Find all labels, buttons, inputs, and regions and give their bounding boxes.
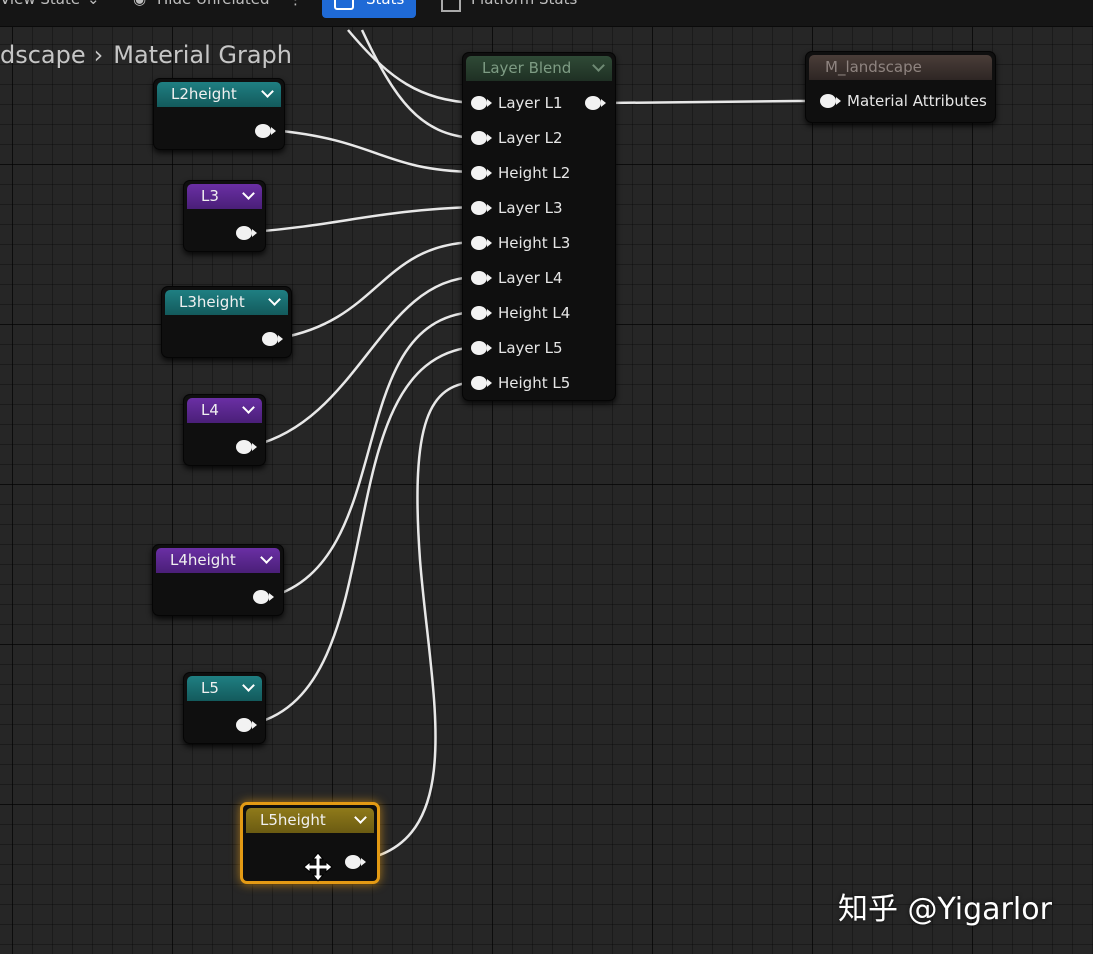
node-l2height[interactable]: L2height [153,78,285,150]
node-title: L2height [171,85,237,103]
wire-layer-l2 [360,29,475,140]
wire-material-attributes [603,99,827,105]
pin-dot[interactable] [471,131,492,145]
node-header[interactable]: M_landscape [809,55,992,80]
node-header[interactable]: L3height [165,290,288,315]
node-header[interactable]: Layer Blend [466,56,612,81]
stats-icon [334,0,354,10]
node-title: L3 [201,187,219,205]
hide-unrelated-button[interactable]: Hide Unrelated [157,0,270,8]
pin-dot[interactable] [471,306,492,320]
breadcrumb-current: Material Graph [113,41,292,69]
chevron-down-icon[interactable] [354,811,367,824]
node-l4[interactable]: L4 [183,394,266,466]
wire-l3 [251,205,475,234]
stats-button[interactable]: Stats [322,0,416,18]
pin-label: Layer L4 [498,269,563,287]
output-pin[interactable] [236,440,257,454]
output-pin[interactable] [253,590,274,604]
chevron-down-icon[interactable]: ⌄ [87,0,100,8]
chevron-right-icon: › [93,41,104,69]
pin-label: Height L5 [498,374,571,392]
pin-dot[interactable] [471,341,492,355]
output-pin[interactable] [262,332,283,346]
pin-dot[interactable] [471,166,492,180]
chevron-down-icon[interactable] [268,293,281,306]
pin-dot[interactable] [820,94,841,108]
chevron-down-icon[interactable] [242,187,255,200]
pin-label: Height L3 [498,234,571,252]
toolbar: View State ⌄ ◉ Hide Unrelated ⋮ Stats Pl… [0,0,1093,27]
pin-label: Material Attributes [847,92,987,110]
watermark: 知乎 @Yigarlor [838,892,1052,927]
node-l3[interactable]: L3 [183,180,266,252]
output-pin[interactable] [236,718,257,732]
wire-l2height [271,128,475,174]
pin-dot[interactable] [471,376,492,390]
node-l5[interactable]: L5 [183,672,266,744]
node-l4height[interactable]: L4height [152,544,284,616]
platform-stats-button[interactable]: Platform Stats [471,0,577,8]
pin-dot[interactable] [471,201,492,215]
node-title: L3height [179,293,245,311]
pin-label: Height L4 [498,304,571,322]
eye-icon: ◉ [133,0,146,8]
chevron-down-icon[interactable] [592,59,605,72]
pin-label: Layer L5 [498,339,563,357]
wire-l5height [361,380,475,862]
output-pin[interactable] [255,124,276,138]
node-m-landscape[interactable]: M_landscape Material Attributes [805,51,996,123]
pin-label: Layer L3 [498,199,563,217]
node-title: L4height [170,551,236,569]
wire-l4height [269,310,475,599]
node-header[interactable]: L4 [187,398,262,423]
platform-stats-icon [441,0,461,12]
node-header[interactable]: L5height [246,808,374,833]
node-title: M_landscape [825,58,922,76]
breadcrumb: dscape› Material Graph [0,40,292,69]
node-header[interactable]: L2height [157,82,281,107]
node-header[interactable]: L5 [187,676,262,701]
output-pin[interactable] [345,855,366,869]
node-layer-blend[interactable]: Layer Blend Layer L1 Layer L2 Height L2 … [462,52,616,401]
output-pin[interactable] [236,226,257,240]
node-l3height[interactable]: L3height [161,286,292,358]
chevron-down-icon[interactable] [261,85,274,98]
chevron-down-icon[interactable] [242,401,255,414]
stats-label: Stats [366,0,404,8]
output-pin[interactable] [585,96,606,110]
more-options-icon[interactable]: ⋮ [288,0,303,8]
wire-l3height [279,240,475,340]
node-title: L4 [201,401,219,419]
node-title: L5 [201,679,219,697]
chevron-down-icon[interactable] [242,679,255,692]
pin-label: Layer L1 [498,94,563,112]
wire-layer-l1 [347,29,475,105]
breadcrumb-parent[interactable]: dscape [0,41,86,69]
node-title: Layer Blend [482,59,572,77]
view-state-menu[interactable]: View State [0,0,80,8]
pin-dot[interactable] [471,236,492,250]
pin-label: Height L2 [498,164,571,182]
pin-dot[interactable] [471,271,492,285]
chevron-down-icon[interactable] [260,551,273,564]
pin-dot[interactable] [471,96,492,110]
move-cursor-icon [303,852,333,882]
node-header[interactable]: L4height [156,548,280,573]
node-title: L5height [260,811,326,829]
node-header[interactable]: L3 [187,184,262,209]
wire-l5 [251,345,475,726]
wire-l4 [251,275,475,448]
pin-label: Layer L2 [498,129,563,147]
